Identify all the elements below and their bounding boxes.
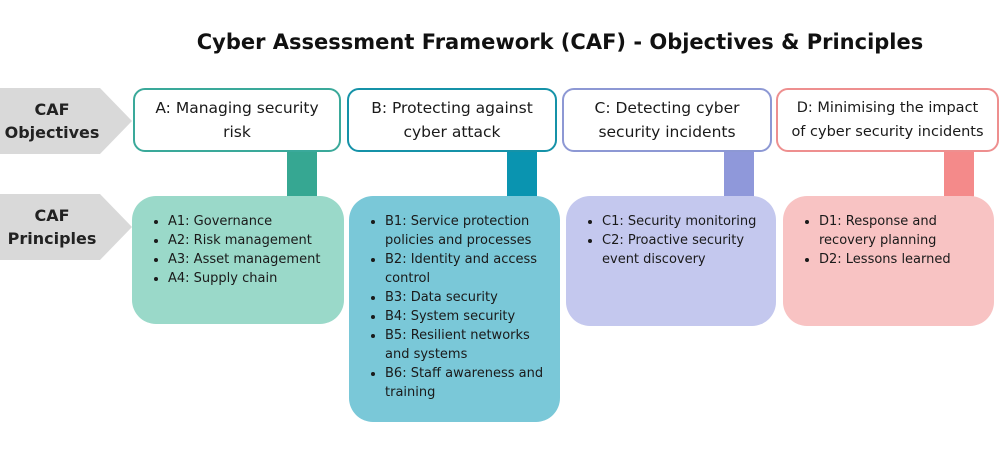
objective-a-title-line2: risk [223,123,251,141]
diagram-title: Cyber Assessment Framework (CAF) - Objec… [196,30,924,54]
objective-b-title-line1: B: Protecting against [371,99,533,117]
row-label-objectives: CAF Objectives [0,88,132,154]
principles-d-box: D1: Response and recovery planning D2: L… [783,196,994,326]
objective-b-title-line2: cyber attack [403,123,501,141]
principles-a-list: A1: Governance A2: Risk management A3: A… [146,212,330,288]
principle-a1: A1: Governance [168,212,330,231]
objective-d-title-line1: D: Minimising the impact [796,100,979,116]
row-label-principles: CAF Principles [0,194,132,260]
principle-a4: A4: Supply chain [168,269,330,288]
objective-c-box: C: Detecting cyber security incidents [562,88,772,152]
row-label-objectives-line1: CAF [34,100,70,119]
principle-d2: D2: Lessons learned [819,250,980,269]
principles-b-box: B1: Service protection policies and proc… [349,196,560,422]
objective-d-box: D: Minimising the impact of cyber securi… [776,88,999,152]
objective-a-title-line1: A: Managing security [155,99,319,117]
principles-c-box: C1: Security monitoring C2: Proactive se… [566,196,776,326]
objective-c-title-line1: C: Detecting cyber [594,99,740,117]
principle-a3: A3: Asset management [168,250,330,269]
principles-d-list: D1: Response and recovery planning D2: L… [797,212,980,269]
row-label-objectives-line2: Objectives [4,123,100,142]
objective-b-box: B: Protecting against cyber attack [347,88,557,152]
principle-d1: D1: Response and recovery planning [819,212,980,250]
objective-a-box: A: Managing security risk [133,88,341,152]
row-label-principles-line2: Principles [7,229,97,248]
principle-b1: B1: Service protection policies and proc… [385,212,546,250]
principle-a2: A2: Risk management [168,231,330,250]
principles-c-list: C1: Security monitoring C2: Proactive se… [580,212,762,269]
principle-b6: B6: Staff awareness and training [385,364,546,402]
principle-b5: B5: Resilient networks and systems [385,326,546,364]
objective-c-title-line2: security incidents [598,123,736,141]
principles-b-list: B1: Service protection policies and proc… [363,212,546,402]
principle-c1: C1: Security monitoring [602,212,762,231]
principle-c2: C2: Proactive security event discovery [602,231,762,269]
principle-b3: B3: Data security [385,288,546,307]
objective-d-title-line2: of cyber security incidents [791,124,984,140]
principles-a-box: A1: Governance A2: Risk management A3: A… [132,196,344,324]
principle-b4: B4: System security [385,307,546,326]
principle-b2: B2: Identity and access control [385,250,546,288]
row-label-principles-line1: CAF [34,206,70,225]
